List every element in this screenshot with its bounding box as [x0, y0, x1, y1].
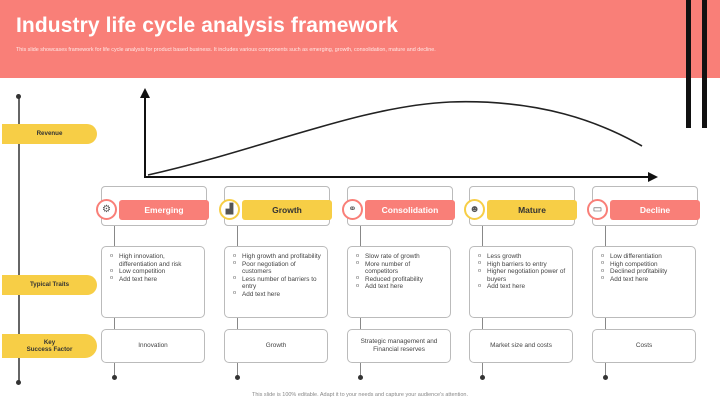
page-subtitle: This slide showcases framework for life … [16, 47, 436, 53]
revenue-curve [147, 100, 643, 176]
stage-title: Consolidation [365, 200, 455, 220]
key-success-factor-box: Strategic management and Financial reser… [347, 329, 451, 363]
trait-item: More number of competitors [356, 260, 444, 276]
traits-box: High innovation, differentiation and ris… [101, 246, 205, 318]
traits-box: Less growthHigh barriers to entryHigher … [469, 246, 573, 318]
stage-title: Mature [487, 200, 577, 220]
stage-title: Growth [242, 200, 332, 220]
trait-item: Add text here [110, 275, 198, 284]
traits-box: Low differentiationHigh competitionDecli… [592, 246, 696, 318]
trait-item: Declined profitability [601, 268, 689, 276]
header-banner: Industry life cycle analysis framework T… [0, 0, 720, 78]
stage-stem-dot [358, 375, 363, 380]
monitor-decline-icon: ▭ [587, 199, 608, 220]
trait-item: High barriers to entry [478, 260, 566, 269]
trait-item: Add text here [478, 283, 566, 291]
y-axis-arrowhead [140, 88, 150, 98]
trait-item: Less growth [478, 253, 566, 261]
footer-note: This slide is 100% editable. Adapt it to… [252, 392, 468, 398]
trait-item: Less number of barriers to entry [233, 275, 321, 291]
stage-stem-dot [603, 375, 608, 380]
spine-bottom-dot [16, 380, 21, 385]
row-label-typical-traits: Typical Traits [2, 275, 97, 295]
x-axis-arrowhead [648, 172, 658, 182]
trait-item: Poor negotiation of customers [233, 260, 321, 276]
trait-item: Add text here [356, 283, 444, 291]
decorative-bar-right [702, 0, 707, 128]
key-success-factor-box: Innovation [101, 329, 205, 363]
trait-item: High competition [601, 260, 689, 269]
trait-item: High growth and profitability [233, 253, 321, 261]
gear-dollar-icon: ⚙ [96, 199, 117, 220]
user-check-icon: ☻ [464, 199, 485, 220]
row-label-revenue: Revenue [2, 124, 97, 144]
traits-box: High growth and profitabilityPoor negoti… [224, 246, 328, 318]
traits-box: Slow rate of growthMore number of compet… [347, 246, 451, 318]
row-label-key-success-factor: Key Success Factor [2, 334, 97, 358]
trait-item: Higher negotiation power of buyers [478, 268, 566, 283]
stage-column-emerging: ⚙EmergingHigh innovation, differentiatio… [96, 186, 209, 380]
growth-chart-icon: ▟ [219, 199, 240, 220]
stage-stem-dot [112, 375, 117, 380]
trait-item: High innovation, differentiation and ris… [110, 252, 198, 268]
network-icon: ⚭ [342, 199, 363, 220]
trait-item: Add text here [601, 275, 689, 284]
spine-top-dot [16, 94, 21, 99]
stage-stem-dot [480, 375, 485, 380]
key-success-factor-box: Costs [592, 329, 696, 363]
stage-title: Decline [610, 200, 700, 220]
trait-item: Slow rate of growth [356, 253, 444, 261]
stage-column-growth: ▟GrowthHigh growth and profitabilityPoor… [219, 186, 332, 380]
stage-title: Emerging [119, 200, 209, 220]
trait-item: Reduced profitability [356, 275, 444, 284]
stage-column-consolidation: ⚭ConsolidationSlow rate of growthMore nu… [342, 186, 455, 380]
decorative-bar-left [686, 0, 691, 128]
page-title: Industry life cycle analysis framework [16, 14, 398, 37]
trait-item: Low differentiation [601, 253, 689, 261]
trait-item: Low competition [110, 268, 198, 276]
key-success-factor-box: Market size and costs [469, 329, 573, 363]
stage-column-mature: ☻MatureLess growthHigh barriers to entry… [464, 186, 577, 380]
stage-stem-dot [235, 375, 240, 380]
trait-item: Add text here [233, 290, 321, 299]
stage-column-decline: ▭DeclineLow differentiationHigh competit… [587, 186, 700, 380]
key-success-factor-box: Growth [224, 329, 328, 363]
left-timeline-spine [18, 96, 20, 384]
